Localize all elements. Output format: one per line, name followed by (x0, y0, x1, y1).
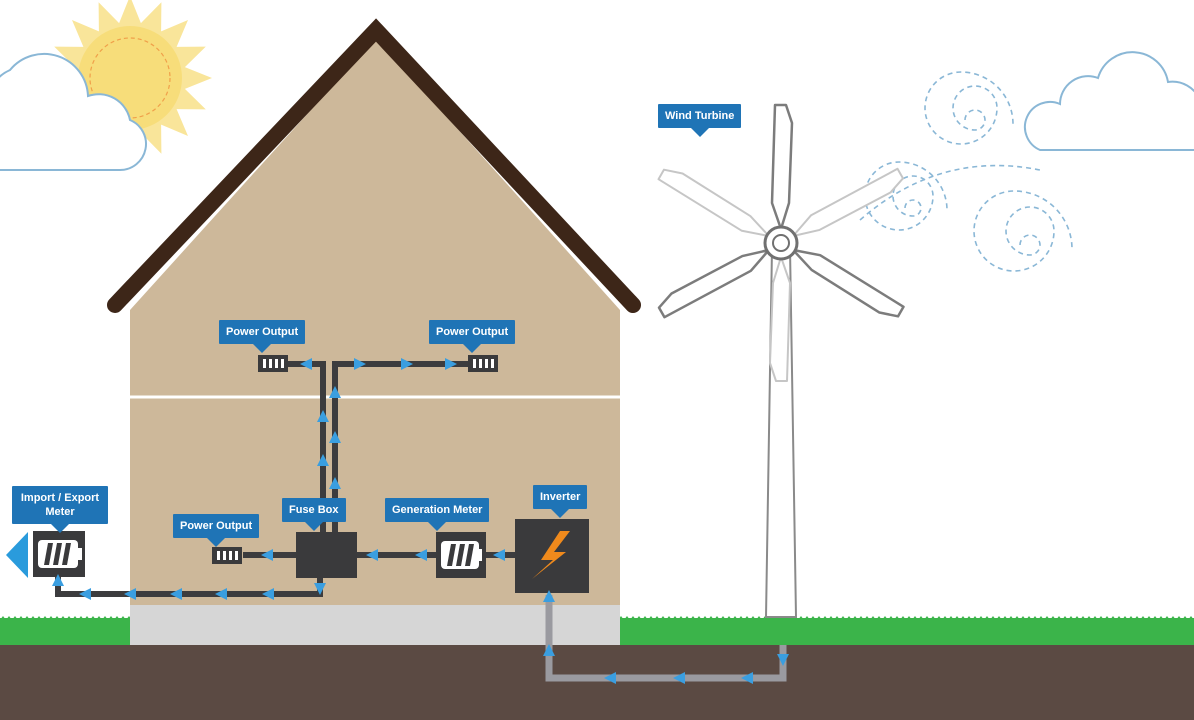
socket-icon (212, 547, 242, 564)
label-import-export-meter: Import / Export Meter (12, 486, 108, 533)
flow-arrow-icon (401, 358, 413, 370)
flow-arrow-icon (543, 644, 555, 656)
flow-arrow-icon (493, 549, 505, 561)
label-generation-meter: Generation Meter (385, 498, 490, 531)
flow-arrow-icon (604, 672, 616, 684)
flow-arrow-icon (354, 358, 366, 370)
flow-arrow-icon (415, 549, 427, 561)
wind-turbine (657, 103, 905, 618)
flow-arrow-icon (741, 672, 753, 684)
label-power-output-top-right: Power Output (429, 320, 516, 353)
socket-icon (468, 355, 498, 372)
house (107, 18, 641, 645)
flow-arrow-icon (777, 654, 789, 666)
flow-arrow-icon (329, 431, 341, 443)
flow-arrow-icon (366, 549, 378, 561)
meter-icon (436, 532, 486, 578)
cloud-icon (1023, 51, 1194, 151)
soil (0, 645, 1194, 720)
label-power-output-top-left: Power Output (219, 320, 306, 353)
export-arrow-icon (6, 532, 28, 578)
flow-arrow-icon (170, 588, 182, 600)
flow-arrow-icon (329, 386, 341, 398)
flow-arrow-icon (124, 588, 136, 600)
foundation (130, 605, 620, 645)
meter-icon (33, 531, 85, 577)
cloud-icon (0, 52, 147, 171)
label-wind-turbine: Wind Turbine (658, 104, 742, 137)
flow-arrow-icon (673, 672, 685, 684)
flow-arrow-icon (445, 358, 457, 370)
roof (107, 18, 641, 313)
flow-arrow-icon (52, 574, 64, 586)
label-inverter: Inverter (533, 485, 588, 518)
flow-arrow-icon (329, 477, 341, 489)
flow-arrow-icon (317, 454, 329, 466)
flow-arrow-icon (543, 590, 555, 602)
inverter (515, 519, 589, 593)
label-fuse-box: Fuse Box (282, 498, 346, 531)
label-power-output-lower: Power Output (173, 514, 260, 547)
flow-arrow-icon (262, 588, 274, 600)
wind-swirl-icon (859, 71, 1073, 272)
flow-arrow-icon (79, 588, 91, 600)
flow-arrow-icon (300, 358, 312, 370)
lightning-icon (532, 531, 570, 579)
flow-arrow-icon (215, 588, 227, 600)
fuse-box (296, 532, 357, 578)
socket-icon (258, 355, 288, 372)
flow-arrow-icon (314, 583, 326, 595)
flow-arrow-icon (261, 549, 273, 561)
flow-arrow-icon (317, 410, 329, 422)
